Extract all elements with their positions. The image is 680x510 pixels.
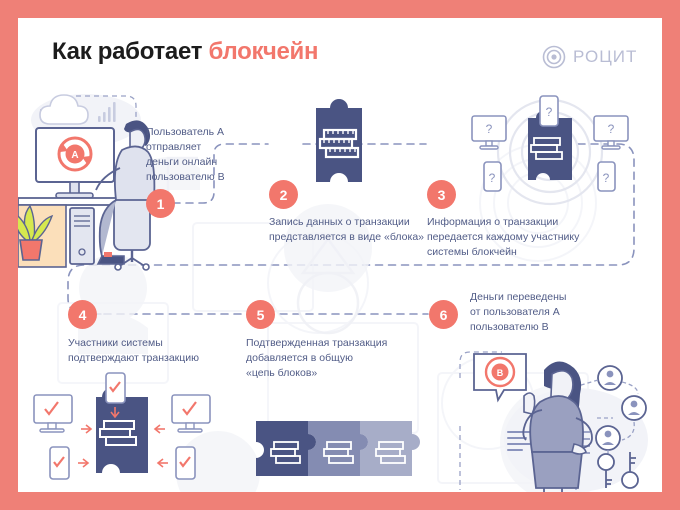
keys-icon	[597, 452, 639, 489]
device-monitor-left-confirm	[33, 394, 73, 433]
block-puzzle-piece-illustration	[298, 99, 382, 190]
header: Как работает блокчейн РОЦИТ	[18, 18, 662, 82]
device-phone-right: ?	[597, 161, 616, 192]
inbound-arrows	[78, 407, 168, 468]
brand-logo[interactable]: РОЦИТ	[542, 45, 637, 69]
step-badge-1: 1	[146, 189, 175, 218]
device-monitor-right-confirm	[171, 394, 211, 433]
page-title-plain: Как работает	[52, 38, 209, 65]
step-badge-2: 2	[269, 180, 298, 209]
step-badge-6: 6	[429, 300, 458, 329]
device-phone-top: ?	[539, 95, 559, 127]
svg-text:А: А	[71, 150, 78, 161]
svg-text:?: ?	[546, 105, 553, 119]
svg-text:?: ?	[608, 122, 615, 136]
device-monitor-left: ?	[471, 115, 507, 150]
device-phone-top-confirm	[105, 372, 126, 404]
device-monitor-right: ?	[593, 115, 629, 150]
woman-figure	[522, 361, 593, 492]
step-badge-4: 4	[68, 300, 97, 329]
woman-receiving-illustration: В	[458, 340, 658, 492]
page-title-accent: блокчейн	[208, 38, 319, 65]
user-node-group	[577, 365, 647, 470]
network-broadcast-illustration: ? ? ? ? ?	[458, 95, 643, 206]
device-phone-left: ?	[483, 161, 502, 192]
svg-text:?: ?	[603, 171, 610, 185]
infographic-panel: Как работает блокчейн РОЦИТ	[18, 18, 662, 492]
svg-text:В: В	[497, 368, 504, 378]
devices-confirm-illustration	[26, 372, 221, 492]
step-badge-3: 3	[427, 180, 456, 209]
svg-text:?: ?	[489, 171, 496, 185]
device-phone-left-confirm	[49, 446, 70, 480]
svg-text:?: ?	[486, 122, 493, 136]
brand-logo-text: РОЦИТ	[573, 47, 638, 66]
device-phone-right-confirm	[175, 446, 196, 480]
puzzle-chain-illustration	[246, 416, 436, 482]
step-badge-5: 5	[246, 300, 275, 329]
page-title: Как работает блокчейн	[52, 38, 318, 66]
target-icon	[542, 45, 566, 69]
